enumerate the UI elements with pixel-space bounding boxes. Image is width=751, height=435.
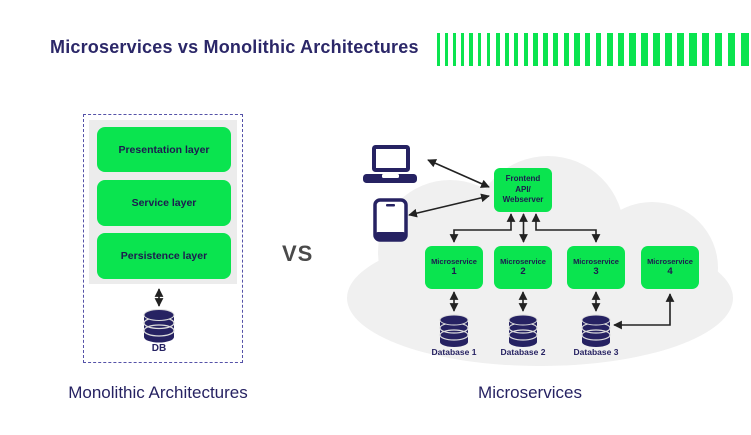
decoration-bar [664, 33, 672, 66]
database-icon [439, 314, 469, 347]
decoration-bar [714, 33, 723, 66]
decoration-bar [469, 33, 473, 66]
decoration-bar [574, 33, 580, 66]
microservices-caption: Microservices [478, 383, 582, 402]
arrow-frontend-ms3 [531, 213, 601, 243]
database-icon [143, 309, 175, 343]
database-1-label: Database 1 [431, 347, 477, 357]
database-2-label: Database 2 [500, 347, 546, 357]
monolith-caption: Monolithic Architectures [68, 383, 248, 402]
decoration-bar [478, 33, 482, 66]
persistence-layer-box: Persistence layer [97, 233, 231, 279]
microservice-4-box: Microservice 4 [641, 246, 699, 289]
monolith-boundary-box [83, 114, 243, 363]
laptop-icon [363, 145, 417, 183]
bars-decoration [437, 33, 749, 66]
arrow-phone-frontend [408, 193, 490, 218]
frontend-api-box: Frontend API/ Webserver [494, 168, 552, 212]
database-3-label: Database 3 [573, 347, 619, 357]
arrow-frontend-ms1 [449, 213, 516, 243]
microservice-name: Microservice [431, 256, 477, 266]
page-title: Microservices vs Monolithic Architecture… [50, 37, 419, 57]
decoration-bar [444, 33, 448, 66]
microservice-name: Microservice [500, 256, 546, 266]
database-icon [508, 314, 538, 347]
decoration-bar [618, 33, 625, 66]
decoration-bar [543, 33, 549, 66]
decoration-bar [606, 33, 613, 66]
decoration-bar [641, 33, 648, 66]
smartphone-icon [373, 198, 408, 242]
decoration-bar [563, 33, 569, 66]
decoration-bar [584, 33, 591, 66]
microservice-1-box: Microservice 1 [425, 246, 483, 289]
service-layer-box: Service layer [97, 180, 231, 226]
microservice-number: 3 [593, 266, 599, 278]
decoration-bar [437, 33, 440, 66]
decoration-bar [514, 33, 519, 66]
decoration-bar [461, 33, 465, 66]
arrow-ms4-db3 [613, 293, 675, 330]
microservice-2-box: Microservice 2 [494, 246, 552, 289]
decoration-bar [495, 33, 500, 66]
decoration-bar [533, 33, 539, 66]
frontend-box-line: Webserver [502, 195, 544, 205]
arrow-laptop-frontend [427, 159, 490, 188]
database-icon [581, 314, 611, 347]
decoration-bar [689, 33, 697, 66]
decoration-bar [595, 33, 602, 66]
decoration-bar [652, 33, 660, 66]
microservice-name: Microservice [573, 256, 619, 266]
db-label: DB [151, 343, 167, 354]
vs-label: VS [282, 241, 314, 266]
decoration-bar [740, 33, 749, 66]
presentation-layer-box: Presentation layer [97, 127, 231, 172]
decoration-bar [504, 33, 509, 66]
microservice-number: 1 [451, 266, 457, 278]
decoration-bar [452, 33, 456, 66]
decoration-bar [727, 33, 736, 66]
decoration-bar [553, 33, 559, 66]
microservice-number: 4 [667, 266, 673, 278]
frontend-box-line: Frontend [505, 173, 541, 183]
microservice-number: 2 [520, 266, 526, 278]
decoration-bar [523, 33, 529, 66]
decoration-bar [629, 33, 636, 66]
decoration-bar [486, 33, 491, 66]
decoration-bar [677, 33, 685, 66]
microservice-name: Microservice [647, 256, 693, 266]
frontend-box-line: API/ [515, 184, 531, 194]
decoration-bar [701, 33, 710, 66]
microservice-3-box: Microservice 3 [567, 246, 625, 289]
